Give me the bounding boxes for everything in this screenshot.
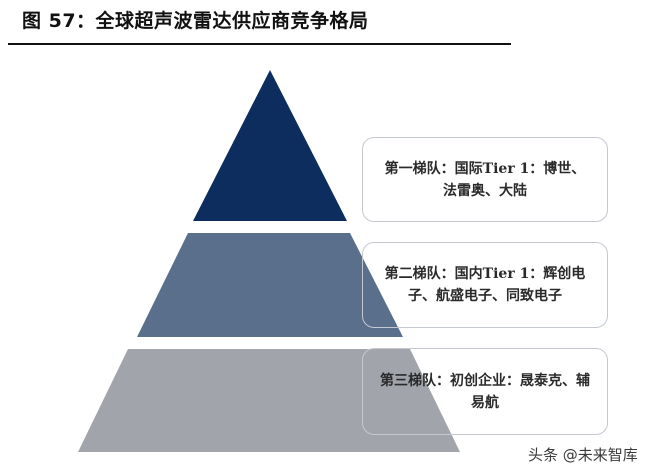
pyramid-tier-2 <box>137 233 403 337</box>
watermark: 头条 @未来智库 <box>528 446 638 464</box>
title-divider <box>8 43 511 45</box>
tier-2-label: 第二梯队：国内Tier 1：辉创电子、航盛电子、同致电子 <box>384 266 586 304</box>
tier-1-label: 第一梯队：国际Tier 1：博世、法雷奥、大陆 <box>384 160 586 199</box>
figure-title: 图 57：全球超声波雷达供应商竞争格局 <box>22 10 369 32</box>
tier-1-callout: 第一梯队：国际Tier 1：博世、法雷奥、大陆 <box>362 137 608 222</box>
pyramid-tier-1 <box>193 70 347 221</box>
tier-3-label: 第三梯队：初创企业：晟泰克、辅易航 <box>380 372 590 411</box>
tier-2-callout: 第二梯队：国内Tier 1：辉创电子、航盛电子、同致电子 <box>362 242 608 328</box>
tier-3-callout: 第三梯队：初创企业：晟泰克、辅易航 <box>362 348 608 435</box>
